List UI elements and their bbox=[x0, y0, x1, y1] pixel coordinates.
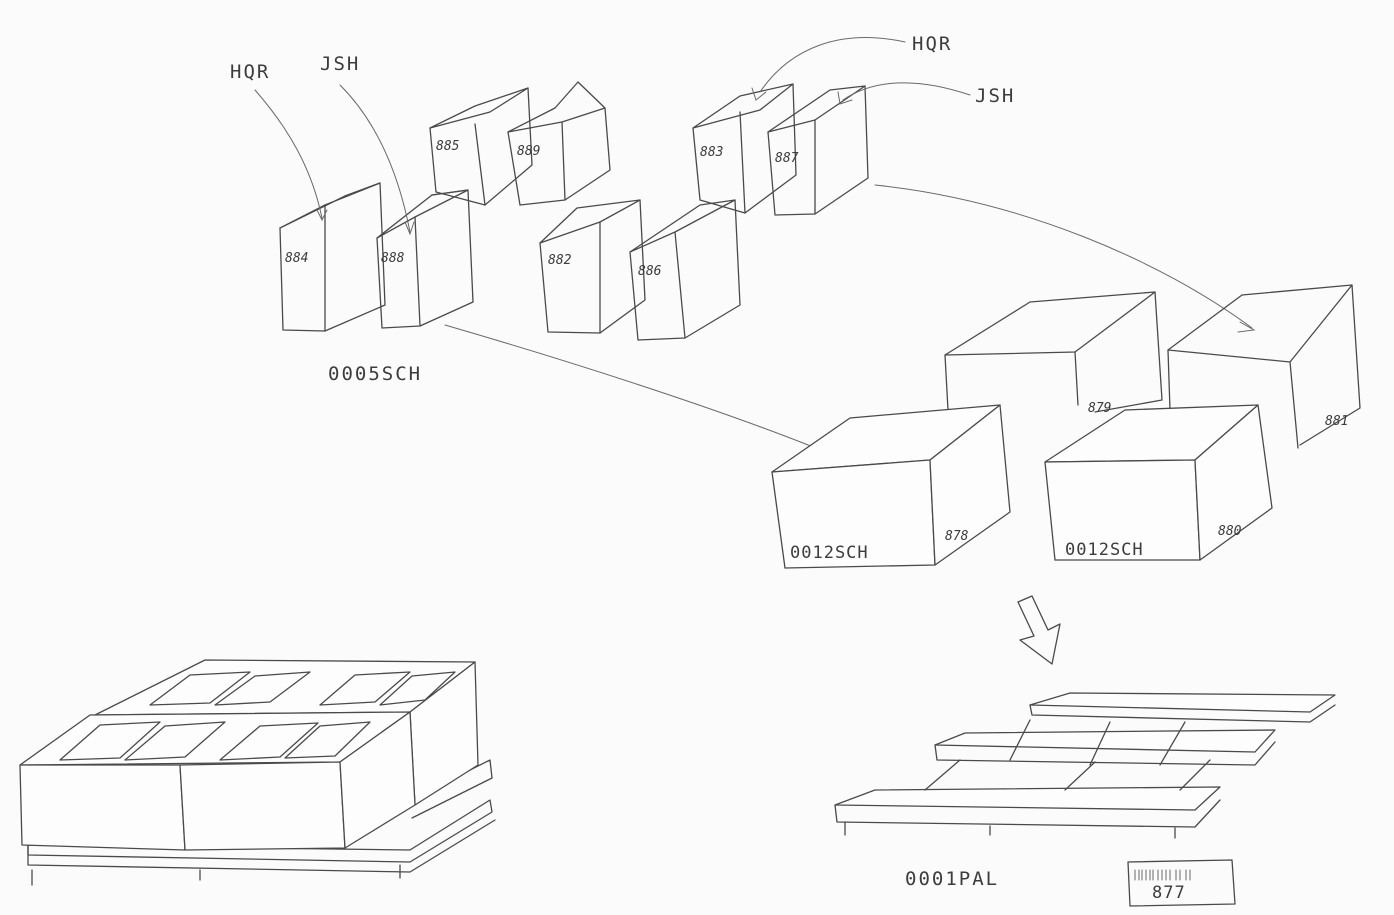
box-label: 883 bbox=[700, 145, 723, 160]
arrow-jsh-to-887 bbox=[843, 83, 970, 100]
box-label: 882 bbox=[548, 253, 572, 268]
large-group-label-right: 0012SCH bbox=[1065, 540, 1144, 560]
loaded-pallet-illustration bbox=[20, 660, 495, 885]
box-label: 887 bbox=[775, 151, 799, 166]
box-label: 889 bbox=[517, 144, 540, 159]
barcode-icon bbox=[1135, 870, 1190, 880]
small-box-884: 884 bbox=[280, 183, 385, 331]
left-annotation-jsh: JSH bbox=[320, 53, 360, 75]
box-label: 884 bbox=[285, 251, 308, 266]
arrow-hqr-to-883 bbox=[760, 38, 905, 92]
large-box-879: 879 bbox=[945, 292, 1162, 416]
box-label: 888 bbox=[381, 251, 405, 266]
small-box-887: 887 bbox=[768, 86, 868, 215]
box-label: 878 bbox=[945, 529, 969, 544]
arrow-888-to-878 bbox=[445, 325, 840, 458]
pallet-label: 0001PAL bbox=[905, 868, 999, 890]
arrow-887-to-881 bbox=[875, 185, 1252, 328]
box-label: 885 bbox=[436, 139, 460, 154]
arrow-jsh-to-888 bbox=[340, 85, 410, 232]
arrow-hqr-to-884 bbox=[255, 90, 322, 218]
small-group-label: 0005SCH bbox=[328, 363, 422, 385]
large-box-880: 880 bbox=[1045, 405, 1272, 560]
box-label: 886 bbox=[638, 264, 662, 279]
small-box-888: 888 bbox=[377, 190, 473, 328]
right-annotation-jsh: JSH bbox=[975, 85, 1015, 107]
small-box-882: 882 bbox=[540, 200, 645, 333]
box-label: 881 bbox=[1325, 414, 1348, 429]
pallet-tag: 877 bbox=[1128, 860, 1235, 906]
box-label: 879 bbox=[1088, 401, 1111, 416]
right-annotation-hqr: HQR bbox=[912, 33, 952, 55]
down-arrow-icon bbox=[1018, 596, 1060, 664]
box-label: 880 bbox=[1218, 524, 1242, 539]
pallet-tag-number: 877 bbox=[1152, 883, 1186, 903]
large-group-label-left: 0012SCH bbox=[790, 543, 869, 563]
small-box-886: 886 bbox=[630, 200, 740, 340]
empty-pallet-illustration bbox=[835, 693, 1335, 838]
small-box-889: 889 bbox=[508, 82, 610, 205]
left-annotation-hqr: HQR bbox=[230, 61, 270, 83]
small-box-883: 883 bbox=[693, 84, 796, 213]
